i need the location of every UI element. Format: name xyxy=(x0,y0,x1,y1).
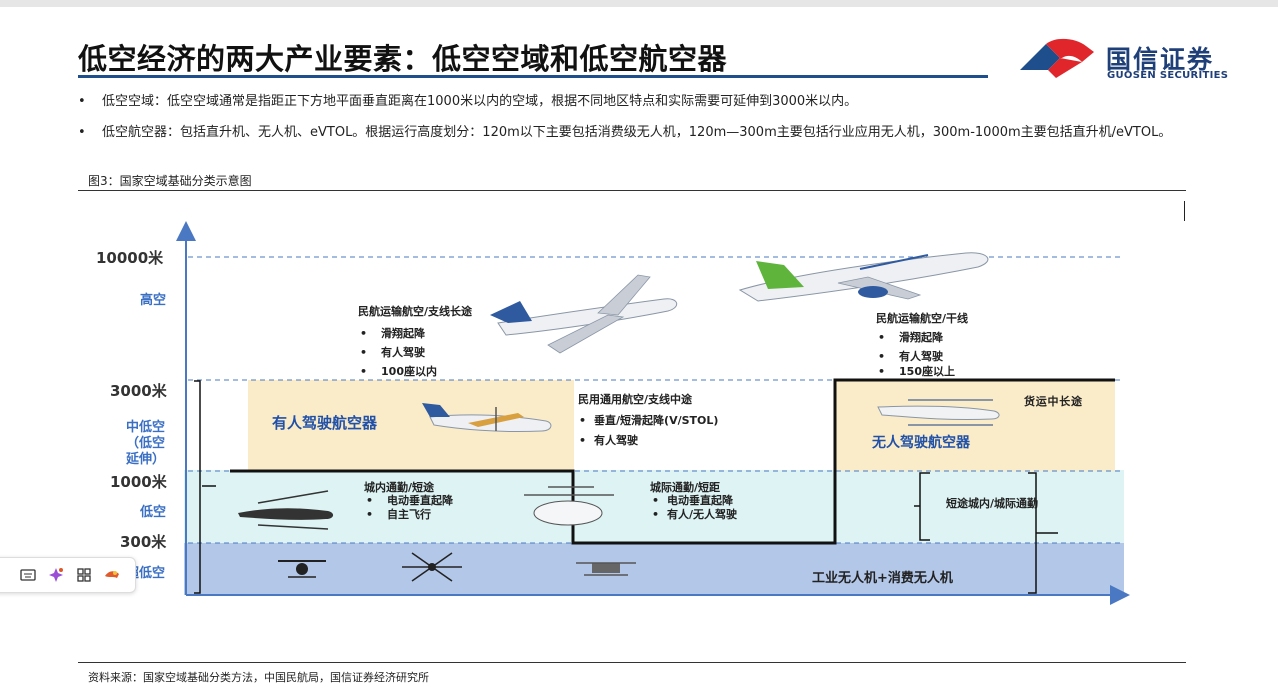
altitude-label-3000: 3000米 xyxy=(110,382,168,400)
grid-icon[interactable] xyxy=(75,566,93,584)
drone-images xyxy=(278,552,636,582)
bracket-short-haul xyxy=(914,472,930,541)
intercity-item-text: 电动垂直起降 xyxy=(667,493,734,507)
regional-item-text: 有人驾驶 xyxy=(381,345,426,359)
airliner-image xyxy=(738,252,989,302)
figure-label: 图3：国家空域基础分类示意图 xyxy=(88,174,252,188)
cargo-drone-image xyxy=(877,399,1000,426)
regional-item-text: 滑翔起降 xyxy=(381,326,426,340)
drones-label: 工业无人机+消费无人机 xyxy=(812,570,953,586)
keyboard-icon[interactable] xyxy=(19,566,37,584)
figure-bottom-rule xyxy=(78,662,1186,663)
short-haul-label: 短途城内/城际通勤 xyxy=(946,496,1038,510)
intercity-item-1: •电动垂直起降 xyxy=(652,493,734,507)
zone-low: 低空 xyxy=(139,504,166,520)
general-item-1: •垂直/短滑起降(V/STOL) xyxy=(579,413,718,427)
city-item-text: 自主飞行 xyxy=(387,507,431,521)
manned-boundary xyxy=(230,378,1115,545)
cargo-label: 货运中长途 xyxy=(1023,394,1083,408)
page-title: 低空经济的两大产业要素：低空空域和低空航空器 xyxy=(78,42,728,76)
regional-item-text: 100座以内 xyxy=(381,364,437,378)
regional-title: 民航运输航空/支线长途 xyxy=(358,304,473,318)
floating-toolbar xyxy=(0,557,136,593)
zone-mid-low-3: 延伸） xyxy=(125,451,165,467)
general-item-text: 垂直/短滑起降(V/STOL) xyxy=(594,413,718,427)
trunk-item-text: 150座以上 xyxy=(899,364,955,378)
general-item-text: 有人驾驶 xyxy=(594,433,639,447)
trunk-item-text: 有人驾驶 xyxy=(899,349,944,363)
altitude-label-300: 300米 xyxy=(120,533,167,551)
ultra-low-zone xyxy=(184,543,1124,595)
trunk-item-text: 滑翔起降 xyxy=(899,330,944,344)
city-item-text: 电动垂直起降 xyxy=(387,493,454,507)
intercity-title: 城际通勤/短距 xyxy=(650,480,720,494)
text-cursor xyxy=(1184,201,1185,221)
city-title: 城内通勤/短途 xyxy=(364,480,435,494)
regional-jet-image xyxy=(490,274,678,354)
figure-top-rule xyxy=(78,190,1186,191)
bullet-marker: • xyxy=(78,125,86,140)
zone-mid-low-2: （低空 xyxy=(126,435,165,451)
city-item-1: •电动垂直起降 xyxy=(366,493,454,507)
bracket-3000 xyxy=(194,380,201,594)
airspace-diagram: 10000米 3000米 1000米 300米 高空 中低空 （低空 延伸） 低… xyxy=(96,221,1130,605)
title-underline xyxy=(78,75,988,78)
regional-item-2: •有人驾驶 xyxy=(360,345,426,359)
general-item-2: •有人驾驶 xyxy=(579,433,639,447)
low-zone xyxy=(184,470,1124,543)
sparkle-icon[interactable] xyxy=(47,566,65,584)
intercity-item-2: •有人/无人驾驶 xyxy=(652,507,738,521)
trunk-item-3: •150座以上 xyxy=(878,364,955,378)
bullet-text: 低空航空器：包括直升机、无人机、eVTOL。根据运行高度划分：120m以下主要包… xyxy=(102,125,1172,140)
regional-item-3: •100座以内 xyxy=(360,364,437,378)
bracket-right xyxy=(1028,472,1058,594)
trunk-item-2: •有人驾驶 xyxy=(878,349,944,363)
zone-mid-low-1: 中低空 xyxy=(126,419,165,435)
bullet-marker: • xyxy=(78,94,86,109)
evtol-intercity-image xyxy=(524,486,614,526)
manned-label: 有人驾驶航空器 xyxy=(272,414,378,432)
translate-icon[interactable] xyxy=(103,566,121,584)
bullet-text: 低空空域：低空空域通常是指距正下方地平面垂直距离在1000米以内的空域，根据不同… xyxy=(102,94,858,109)
logo-subtitle: GUOSEN SECURITIES xyxy=(1107,70,1229,81)
zone-high: 高空 xyxy=(140,292,166,308)
source-note: 资料来源：国家空域基础分类方法，中国民航局，国信证券经济研究所 xyxy=(88,671,429,684)
trunk-title: 民航运输航空/干线 xyxy=(876,311,968,325)
unmanned-label: 无人驾驶航空器 xyxy=(871,434,971,451)
regional-item-1: •滑翔起降 xyxy=(360,326,426,340)
altitude-label-1000: 1000米 xyxy=(110,473,168,491)
altitude-label-10000: 10000米 xyxy=(96,249,164,267)
trunk-item-1: •滑翔起降 xyxy=(878,330,944,344)
evtol-city-image xyxy=(238,490,334,530)
logo-name: 国信证券 xyxy=(1106,45,1215,74)
intercity-item-text: 有人/无人驾驶 xyxy=(667,507,738,521)
turboprop-image xyxy=(422,403,552,433)
guosen-logo xyxy=(1020,38,1094,78)
top-bar xyxy=(0,0,1278,7)
general-title: 民用通用航空/支线中途 xyxy=(578,392,693,406)
